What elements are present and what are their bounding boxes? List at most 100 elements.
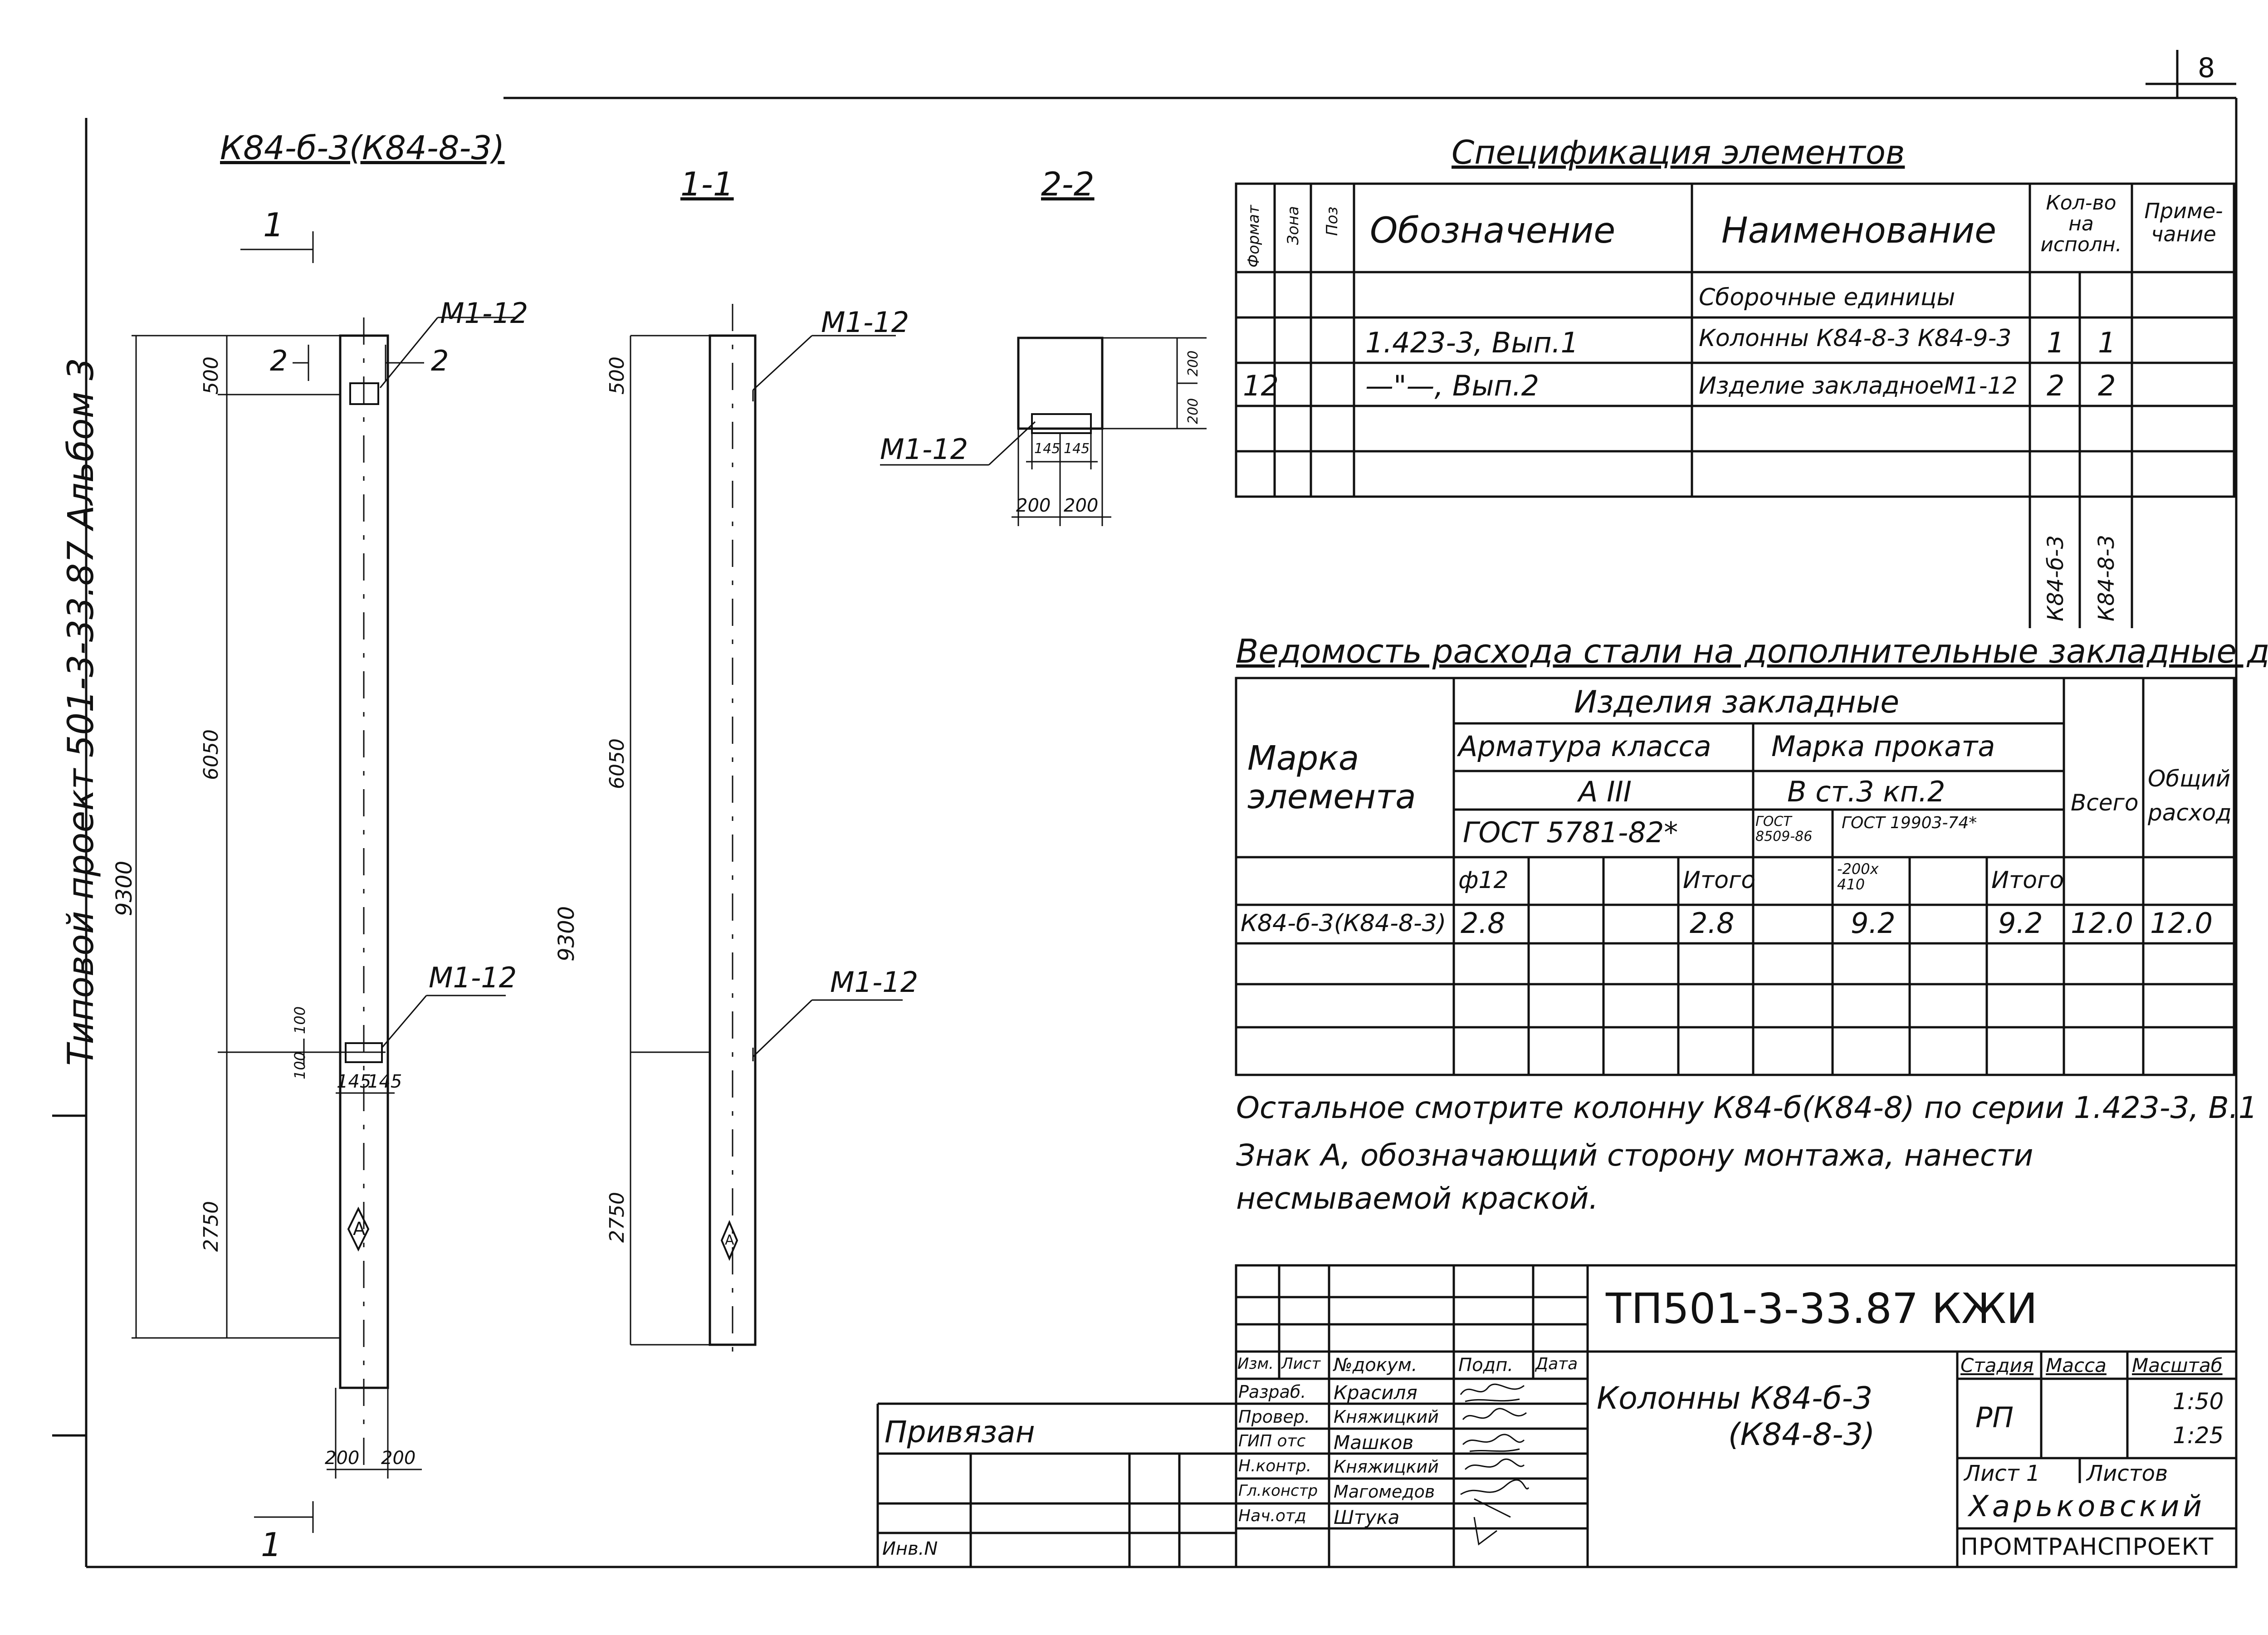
tb-role-1: Разраб. bbox=[1238, 1382, 1306, 1402]
spec-row2-name: Колонны К84-8-3 К84-9-3 bbox=[1699, 325, 2012, 352]
section-1-1-outline bbox=[709, 334, 757, 1346]
dim-9300-elev: 9300 bbox=[112, 861, 137, 916]
tb-head-sign: Подп. bbox=[1458, 1355, 1514, 1376]
mounting-side-diamond-1-1 bbox=[720, 1220, 738, 1261]
doc-code: ТП501-3-33.87 КЖИ bbox=[1606, 1284, 2038, 1333]
embed-label-elev-top: М1-12 bbox=[440, 297, 528, 330]
mounting-side-diamond bbox=[347, 1206, 370, 1252]
steel-row-total: 12.0 bbox=[2071, 907, 2134, 940]
dim-200-sec2-c: 200 bbox=[1016, 495, 1051, 516]
spec-row3-name: Изделие закладноеМ1-12 bbox=[1699, 372, 2018, 400]
tb-org-1: Харьковский bbox=[1969, 1490, 2205, 1523]
tb-mass-head: Масса bbox=[2046, 1354, 2107, 1376]
steel-head-rolled-grade: В ст.3 кп.2 bbox=[1787, 775, 1945, 808]
section-2-2-title: 2-2 bbox=[1041, 165, 1095, 203]
steel-head-rebar-class: А III bbox=[1579, 775, 1632, 808]
tb-head-doc: №докум. bbox=[1334, 1355, 1418, 1376]
dim-200-sec2-b: 200 bbox=[1185, 398, 1201, 424]
steel-head-rebar-gost: ГОСТ 5781-82* bbox=[1463, 816, 1678, 849]
steel-row-mark: К84-б-3(К84-8-3) bbox=[1241, 910, 1447, 937]
steel-head-items: Изделия закладные bbox=[1574, 684, 1900, 720]
tb-role-2: Провер. bbox=[1238, 1407, 1310, 1427]
steel-head-gost-a: ГОСТ 8509-86 bbox=[1755, 814, 1813, 844]
dim-2750-sec: 2750 bbox=[606, 1192, 629, 1243]
tb-object-2: (К84-8-3) bbox=[1728, 1417, 1875, 1453]
tb-role-4: Н.контр. bbox=[1238, 1457, 1312, 1475]
note-1: Остальное смотрите колонну К84-б(К84-8) … bbox=[1236, 1090, 2258, 1125]
spec-table bbox=[1235, 182, 2235, 628]
dim-145-sec2-a: 145 bbox=[1034, 441, 1061, 457]
spec-row2-designation: 1.423-3, Вып.1 bbox=[1365, 326, 1579, 359]
elevation-dimensions bbox=[132, 231, 517, 1533]
steel-head-gost-b: ГОСТ 19903-74* bbox=[1842, 814, 1977, 832]
main-view-title: К84-б-3(К84-8-3) bbox=[220, 129, 505, 167]
spec-head-note: Приме-чание bbox=[2144, 199, 2223, 246]
tb-stage: РП bbox=[1975, 1401, 2014, 1434]
dim-500-sec: 500 bbox=[606, 356, 629, 395]
steel-head-plate: -200x 410 bbox=[1837, 860, 1879, 893]
steel-row-itogo-a: 2.8 bbox=[1690, 907, 1735, 940]
section-2-2-view bbox=[880, 337, 1207, 526]
spec-title: Спецификация элементов bbox=[1452, 133, 1905, 171]
steel-head-consumption: Общий расход bbox=[2148, 766, 2232, 826]
tb-head-izm: Изм. bbox=[1237, 1355, 1274, 1373]
spec-head-designation: Обозначение bbox=[1370, 210, 1616, 251]
spec-row3-format: 12 bbox=[1243, 369, 1279, 402]
embed-label-elev-bottom: М1-12 bbox=[429, 961, 517, 994]
note-3: несмываемой краской. bbox=[1236, 1181, 1598, 1216]
spec-row3-q2: 2 bbox=[2098, 369, 2116, 402]
spec-variant-2: К84-8-3 bbox=[2094, 535, 2119, 621]
tb-scale-head: Масштаб bbox=[2132, 1354, 2223, 1376]
column-elevation bbox=[132, 231, 517, 1533]
sheet-number: 8 bbox=[2198, 52, 2215, 84]
tb-role-3: ГИП отс bbox=[1238, 1432, 1306, 1450]
tb-privyazan: Привязан bbox=[885, 1415, 1035, 1450]
tb-org-2: ПРОМТРАНСПРОЕКТ bbox=[1960, 1533, 2214, 1561]
tb-inv: Инв.N bbox=[882, 1538, 938, 1559]
tb-scale-2: 1:25 bbox=[2173, 1422, 2224, 1449]
tb-head-list: Лист bbox=[1281, 1355, 1321, 1373]
tb-head-date: Дата bbox=[1535, 1355, 1578, 1373]
cut2-right: 2 bbox=[431, 344, 449, 377]
tb-name-3: Машков bbox=[1334, 1431, 1414, 1454]
tb-role-5: Гл.констр bbox=[1238, 1482, 1318, 1500]
section-1-1-dimensions bbox=[630, 335, 903, 1346]
dim-200-elev-a: 200 bbox=[325, 1448, 360, 1469]
dim-9300-sec: 9300 bbox=[554, 906, 579, 961]
steel-head-total: Всего bbox=[2071, 790, 2139, 816]
spec-row2-q1: 1 bbox=[2047, 326, 2065, 359]
dim-145-elev-a: 145 bbox=[337, 1071, 371, 1092]
tb-sheet: Лист 1 bbox=[1964, 1461, 2040, 1486]
dim-500-elev: 500 bbox=[200, 356, 223, 395]
cut-mark-bottom: 1 bbox=[261, 1526, 282, 1564]
embed-label-sec-bottom: М1-12 bbox=[830, 966, 919, 999]
dim-100-elev-a: 100 bbox=[291, 1006, 308, 1034]
side-label: Типовой проект 501-3-33.87 Альбом 3 bbox=[61, 358, 102, 1066]
spec-row2-q2: 1 bbox=[2098, 326, 2116, 359]
tb-name-5: Магомедов bbox=[1334, 1482, 1435, 1502]
signatures bbox=[1460, 1383, 1530, 1546]
section-1-1-view bbox=[630, 304, 903, 1365]
note-2: Знак А, обозначающий сторону монтажа, на… bbox=[1236, 1138, 2033, 1173]
diamond-mark-sec: А bbox=[725, 1232, 734, 1248]
dim-200-elev-b: 200 bbox=[381, 1448, 416, 1469]
embed-top-marker bbox=[349, 382, 379, 405]
dim-100-elev-b: 100 bbox=[291, 1052, 308, 1079]
dim-2750-elev: 2750 bbox=[200, 1201, 223, 1252]
section-2-2-plate bbox=[1031, 413, 1092, 434]
steel-row-plate: 9.2 bbox=[1851, 907, 1896, 940]
spec-head-pos: Поз bbox=[1323, 207, 1341, 236]
cut-mark-top: 1 bbox=[263, 206, 284, 244]
dim-200-sec2-d: 200 bbox=[1064, 495, 1099, 516]
tb-name-6: Штука bbox=[1334, 1506, 1400, 1528]
embed-label-sec2: М1-12 bbox=[880, 433, 968, 466]
tb-role-6: Нач.отд bbox=[1238, 1507, 1306, 1525]
steel-title: Ведомость расхода стали на дополнительны… bbox=[1236, 632, 2268, 670]
steel-table bbox=[1235, 677, 2235, 1076]
dim-6050-elev: 6050 bbox=[200, 729, 223, 780]
steel-head-itogo-a: Итого bbox=[1683, 867, 1756, 894]
spec-row1-name: Сборочные единицы bbox=[1699, 284, 1955, 311]
steel-head-rolled: Марка проката bbox=[1771, 730, 1995, 763]
